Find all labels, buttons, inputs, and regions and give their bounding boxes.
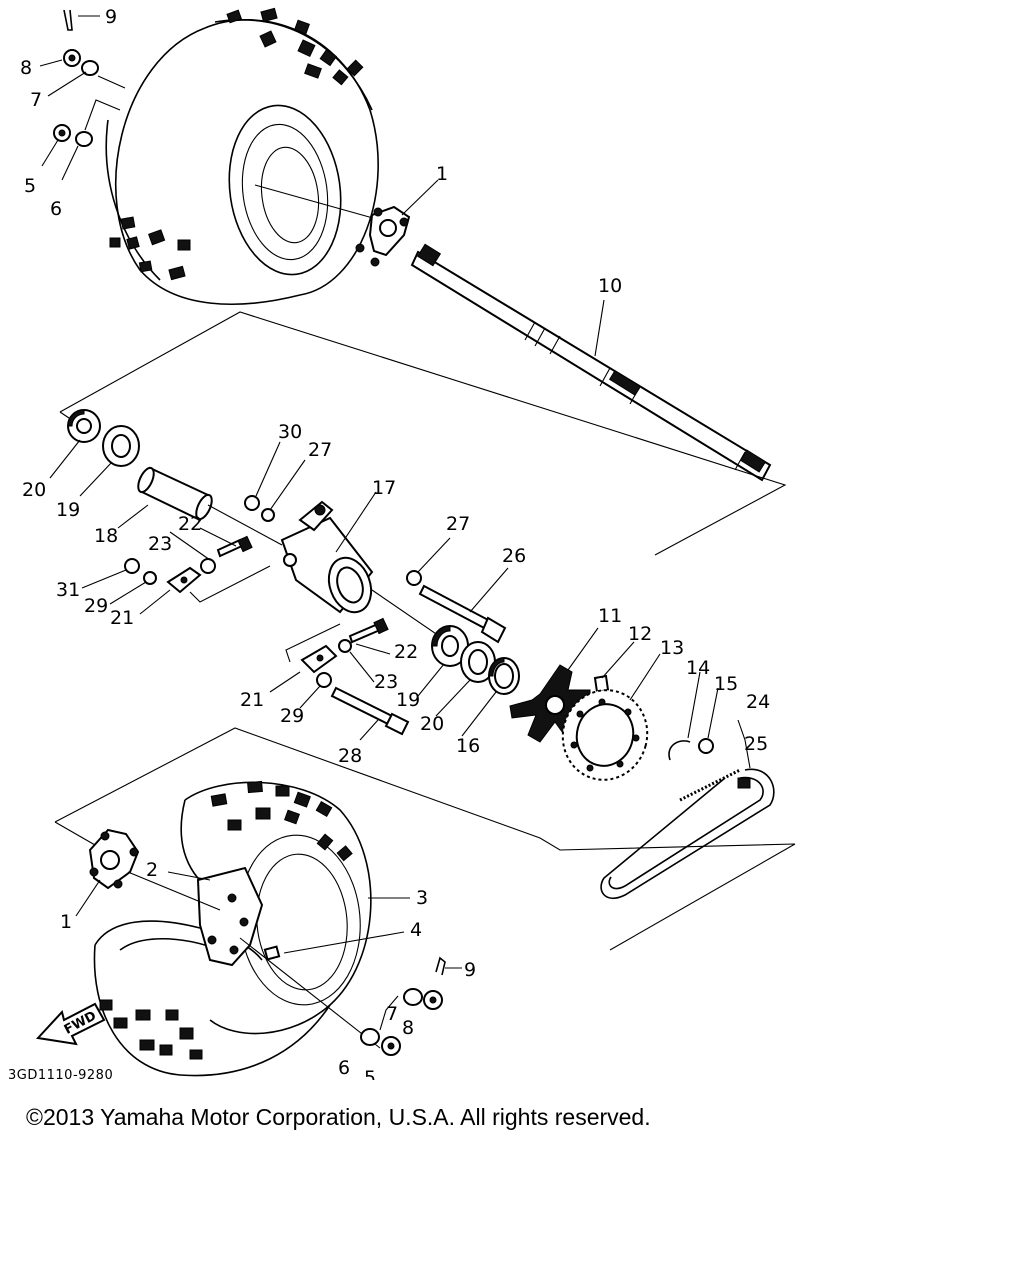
catalog-code: 3GD1110-9280: [8, 1068, 114, 1083]
callout-13: 13: [660, 637, 684, 659]
callout-6-bottom: 6: [338, 1057, 350, 1079]
callout-23-right: 23: [374, 671, 398, 693]
wheel-hub-bottom: [88, 828, 140, 890]
callout-10: 10: [598, 275, 622, 297]
callout-6-top: 6: [50, 198, 62, 220]
callout-2: 2: [146, 859, 158, 881]
bottom-tire: [93, 780, 372, 1077]
oil-seal-16: [488, 657, 520, 695]
callout-5-bottom: 5: [364, 1067, 376, 1080]
callout-31: 31: [56, 579, 80, 601]
nut-8-bottom: [423, 990, 443, 1010]
cotter-pin-bottom: [435, 956, 446, 976]
bolt-22-right: [348, 617, 389, 644]
bolt-26: [418, 584, 507, 644]
callout-7-bottom: 7: [386, 1003, 398, 1025]
callout-23-left: 23: [148, 533, 172, 555]
nut-5-top: [53, 124, 71, 142]
callout-27-right: 27: [446, 513, 470, 535]
sprocket: [561, 689, 649, 781]
callout-28: 28: [338, 745, 362, 767]
callout-21-right: 21: [240, 689, 264, 711]
callout-3: 3: [416, 887, 428, 909]
callout-21-left: 21: [110, 607, 134, 629]
callout-12: 12: [628, 623, 652, 645]
callout-17: 17: [372, 477, 396, 499]
callout-29-left: 29: [84, 595, 108, 617]
washer-27-left: [261, 508, 275, 522]
callout-25: 25: [744, 733, 768, 755]
callout-7-top: 7: [30, 89, 42, 111]
drive-chain: [600, 768, 775, 900]
callout-22-right: 22: [394, 641, 418, 663]
callout-20-left: 20: [22, 479, 46, 501]
parts-diagram: FWD: [20, 6, 796, 1080]
callout-29-right: 29: [280, 705, 304, 727]
wheel-stud: [263, 945, 281, 961]
wheel-hub-top: [355, 205, 411, 267]
callout-4: 4: [410, 919, 422, 941]
bearing-right: [431, 625, 469, 667]
lock-washer: [668, 740, 691, 761]
oil-seal-right: [460, 641, 496, 683]
callout-9-bottom: 9: [464, 959, 476, 981]
callout-5-top: 5: [24, 175, 36, 197]
washer-7-bottom: [403, 988, 423, 1006]
bolt-28: [330, 686, 410, 736]
nut-5-bottom: [381, 1036, 401, 1056]
forward-arrow: FWD: [35, 1002, 106, 1046]
callout-26: 26: [502, 545, 526, 567]
bearing-left: [67, 409, 101, 443]
chain-joint: [737, 777, 751, 789]
nut-30: [244, 495, 260, 511]
top-tire: [105, 7, 379, 305]
bolt-22-left: [216, 535, 253, 558]
callout-24: 24: [746, 691, 770, 713]
callout-22-left: 22: [178, 513, 202, 535]
callout-15: 15: [714, 673, 738, 695]
copyright-notice: ©2013 Yamaha Motor Corporation, U.S.A. A…: [26, 1104, 651, 1130]
chain-adjuster-left: [166, 566, 202, 594]
axle-housing: [280, 500, 374, 614]
callout-30: 30: [278, 421, 302, 443]
cotter-pin-top: [63, 9, 73, 31]
washer-27-right: [406, 570, 422, 586]
callout-14: 14: [686, 657, 710, 679]
nut-31: [124, 558, 140, 574]
callout-1-bottom: 1: [60, 911, 72, 933]
callout-9-top: 9: [105, 6, 117, 28]
callout-16: 16: [456, 735, 480, 757]
nut-8-top: [63, 49, 81, 67]
chain-adjuster-right: [300, 644, 338, 674]
callout-27-left: 27: [308, 439, 332, 461]
callout-8-bottom: 8: [402, 1017, 414, 1039]
washer-6-top: [75, 131, 93, 147]
callout-19-left: 19: [56, 499, 80, 521]
rear-axle: [410, 243, 772, 482]
callout-19-right: 19: [396, 689, 420, 711]
callout-20-right: 20: [420, 713, 444, 735]
washer-29-left: [143, 571, 157, 585]
nut-15: [698, 738, 714, 754]
callout-18: 18: [94, 525, 118, 547]
callout-11: 11: [598, 605, 622, 627]
callout-1-top: 1: [436, 163, 448, 185]
washer-29-right: [316, 672, 332, 688]
bolt-12: [593, 674, 610, 694]
nut-23-right: [338, 639, 352, 653]
nut-23-left: [200, 558, 216, 574]
washer-7-top: [81, 60, 99, 76]
callout-8-top: 8: [20, 57, 32, 79]
washer-6-bottom: [360, 1028, 380, 1046]
oil-seal-left: [102, 425, 140, 467]
collar-spacer: [137, 466, 213, 522]
